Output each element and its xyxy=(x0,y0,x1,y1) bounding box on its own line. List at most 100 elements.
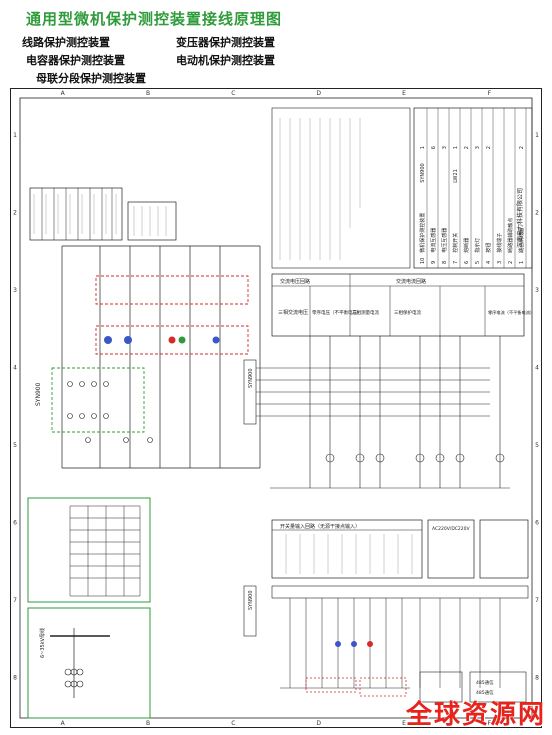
company-name: 汉南电力科技有限公司 xyxy=(516,188,524,248)
legend-cell: 1 xyxy=(420,146,426,149)
row-number-4-right: 4 xyxy=(535,364,539,371)
notes-lines xyxy=(279,118,361,260)
legend-cell: 跳合闸线圈 xyxy=(518,228,525,253)
legend-cell: 7 xyxy=(453,261,459,264)
legend-cell: 9 xyxy=(431,261,437,264)
comm-label-1: 485通信 xyxy=(476,679,494,686)
row-number-2-left: 2 xyxy=(13,209,17,216)
switch-table-frame xyxy=(27,497,151,603)
legend-cell: 5 xyxy=(475,261,481,264)
indicator-lamp-red xyxy=(168,336,176,344)
legend-cell: 电压互感器 xyxy=(441,228,448,253)
row-number-8-left: 8 xyxy=(13,674,17,681)
column-letter-D-top: D xyxy=(316,90,321,97)
legend-cell: 控制开关 xyxy=(452,233,459,253)
indicator-lamp-green xyxy=(178,336,186,344)
ac-voltage-zero: 零序电压（不平衡电压） xyxy=(312,309,362,316)
legend-cell: 2 xyxy=(519,146,525,149)
legend-cell: 8 xyxy=(442,261,448,264)
switch-model-label: SYN900 xyxy=(35,382,42,406)
primary-circuit-frame xyxy=(27,607,151,719)
column-letter-A-bottom: A xyxy=(61,720,66,727)
ac-current-protect: 三相保护电流 xyxy=(394,309,421,316)
trip-close-box xyxy=(95,275,249,305)
column-letter-F-bottom: F xyxy=(488,720,492,727)
di-wires xyxy=(280,598,501,689)
ac-current-title: 交流电流回路 xyxy=(396,278,426,285)
legend-cell: 10 xyxy=(420,258,426,264)
comm-label-2: 485通信 xyxy=(476,689,494,696)
indicator-lamp-blue-2 xyxy=(124,336,132,344)
legend-cell: 3 xyxy=(475,146,481,149)
row-number-2-right: 2 xyxy=(535,209,539,216)
row-number-6-left: 6 xyxy=(13,519,17,526)
outer-frame xyxy=(10,88,542,728)
bus-label: 6~35kV母线 xyxy=(39,628,46,658)
di-highlight-1 xyxy=(305,677,357,693)
row-number-1-right: 1 xyxy=(535,132,539,139)
legend-cell: 1 xyxy=(519,261,525,264)
legend-table: 10 微机保护测控装置 SYN900 1 9 电流互感器 6 8 电压互感器 3 7 控制开关 LW21… xyxy=(413,107,533,269)
row-number-8-right: 8 xyxy=(535,674,539,681)
legend-cell: 1 xyxy=(453,146,459,149)
legend-cell: 2 xyxy=(486,146,492,149)
item-bus-section-protection: 母联分段保护测控装置 xyxy=(36,72,146,85)
switch-table-grid xyxy=(69,505,141,597)
column-letter-D-bottom: D xyxy=(316,720,321,727)
legend-cell: 6 xyxy=(431,146,437,149)
device-model-lower: SYN900 xyxy=(248,590,254,610)
item-line-protection: 线路保护测控装置 xyxy=(22,36,110,49)
ac-current-measure: 三相测量电流 xyxy=(352,309,379,316)
row-number-7-left: 7 xyxy=(13,597,17,604)
legend-cell: LW21 xyxy=(453,169,459,183)
comm-box xyxy=(479,519,529,579)
legend-cell: 按钮 xyxy=(485,243,492,253)
column-letter-E-top: E xyxy=(402,90,406,97)
row-number-5-left: 5 xyxy=(13,442,17,449)
ct-wiring xyxy=(256,336,510,489)
legend-cell: 接线端子 xyxy=(496,233,503,253)
legend-cell: 4 xyxy=(486,261,492,264)
indicator-box xyxy=(95,325,249,355)
column-letter-C-bottom: C xyxy=(231,720,235,727)
legend-cell: SYN900 xyxy=(420,163,426,183)
di-indicator-lamps xyxy=(335,641,373,647)
indicator-lamp-blue-1 xyxy=(104,336,112,344)
ac-current-zero: 零序电流（不平衡电流） xyxy=(488,309,534,316)
row-number-3-right: 3 xyxy=(535,287,539,294)
row-number-7-right: 7 xyxy=(535,597,539,604)
legend-cell: 3 xyxy=(497,261,503,264)
di-title: 开关量输入回路（无源干接点输入） xyxy=(280,523,360,530)
page-title: 通用型微机保护测控装置接线原理图 xyxy=(26,10,283,28)
device-model-upper: SYN900 xyxy=(248,368,254,388)
left-label-table xyxy=(29,187,177,241)
row-number-5-right: 5 xyxy=(535,442,539,449)
ac-voltage-title: 交流电压回路 xyxy=(280,278,310,285)
control-switch-box xyxy=(51,367,145,433)
legend-cell: 2 xyxy=(508,261,514,264)
legend-cell: 微机保护测控装置 xyxy=(419,213,426,253)
legend-cell: 电流互感器 xyxy=(430,228,437,253)
row-numbers: 1 1 2 2 3 3 4 4 5 5 6 6 7 7 8 8 xyxy=(13,132,539,682)
legend-cell: 6 xyxy=(464,261,470,264)
terminal-strip-bottom xyxy=(271,585,529,599)
power-box xyxy=(427,519,475,579)
column-letter-E-bottom: E xyxy=(402,720,406,727)
ac-input-boxes xyxy=(271,273,525,337)
row-number-4-left: 4 xyxy=(13,364,17,371)
indicator-lamp-blue-3 xyxy=(212,336,220,344)
power-title: AC220V/DC220V xyxy=(432,526,471,532)
comm-port-box xyxy=(469,671,527,703)
di-table-columns xyxy=(285,534,413,574)
item-transformer-protection: 变压器保护测控装置 xyxy=(176,36,275,49)
legend-cell: 2 xyxy=(464,146,470,149)
column-letter-F-top: F xyxy=(488,90,492,97)
column-letter-C-top: C xyxy=(231,90,235,97)
column-letter-B-bottom: B xyxy=(146,720,150,727)
item-capacitor-protection: 电容器保护测控装置 xyxy=(26,54,125,67)
legend-cell: 指示灯 xyxy=(474,238,481,253)
row-number-3-left: 3 xyxy=(13,287,17,294)
notes-area xyxy=(271,107,411,269)
